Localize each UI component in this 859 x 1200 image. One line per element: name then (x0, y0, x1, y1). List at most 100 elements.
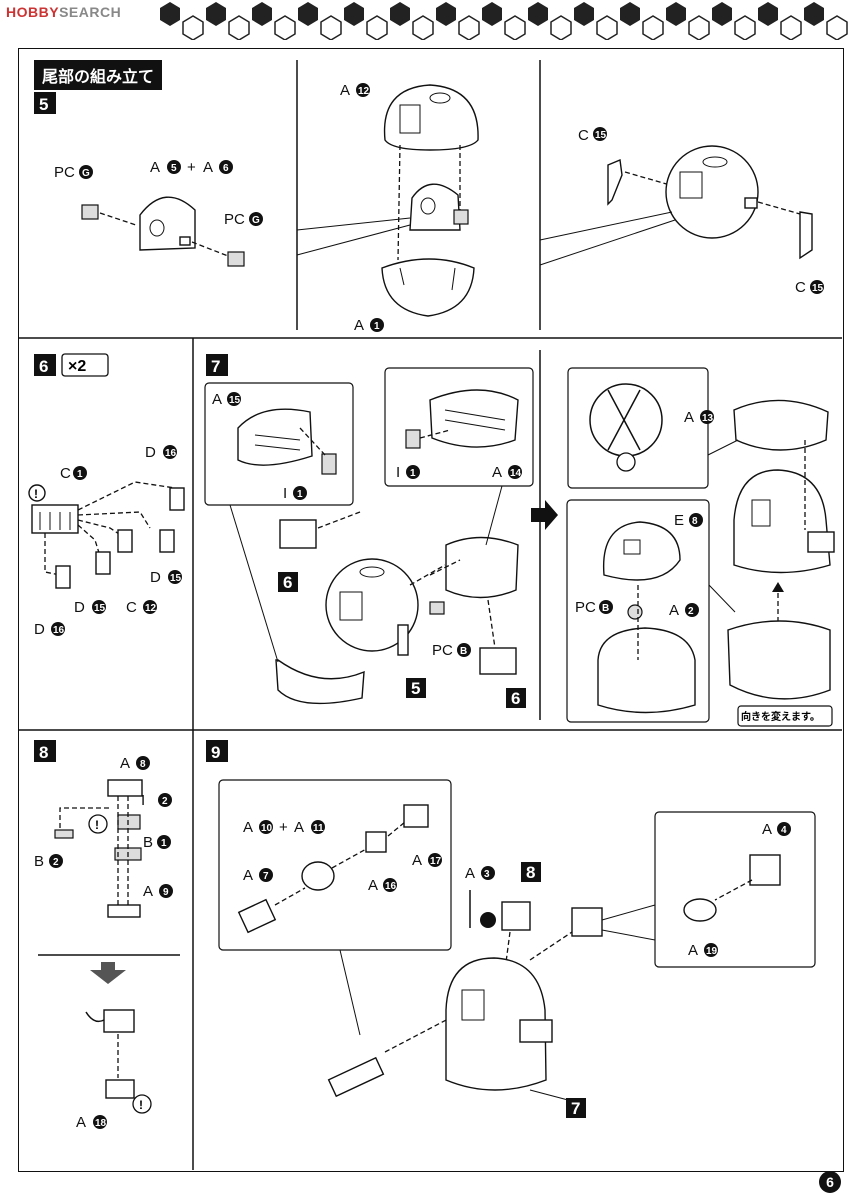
svg-text:9: 9 (163, 887, 169, 898)
svg-text:15: 15 (170, 573, 182, 584)
svg-text:A: A (688, 942, 698, 959)
svg-text:I: I (141, 792, 145, 809)
part-ref6b (479, 647, 517, 675)
svg-text:B: B (460, 646, 467, 657)
svg-text:9: 9 (211, 743, 220, 762)
caution-icon (28, 484, 46, 502)
part-pcg-right (227, 251, 245, 267)
svg-text:6: 6 (511, 689, 520, 708)
part-c15-right (799, 211, 813, 260)
svg-text:A: A (762, 821, 772, 838)
svg-text:A: A (684, 409, 694, 426)
part-ref6a (279, 519, 317, 549)
hexagon-pattern (160, 2, 848, 41)
svg-text:1: 1 (297, 489, 303, 500)
svg-text:C: C (795, 279, 806, 296)
svg-text:E: E (674, 512, 684, 529)
svg-text:A: A (203, 159, 213, 176)
svg-text:15: 15 (229, 395, 241, 406)
svg-text:16: 16 (385, 881, 397, 892)
svg-text:6: 6 (283, 573, 292, 592)
svg-text:13: 13 (702, 413, 714, 424)
arrow-right-icon (531, 500, 558, 530)
svg-text:B: B (602, 603, 609, 614)
part-a13-ring (733, 399, 829, 451)
svg-text:7: 7 (263, 871, 269, 882)
part-assembled-8 (103, 1009, 135, 1033)
part-a15-mounted (275, 659, 365, 705)
svg-text:A: A (143, 883, 153, 900)
svg-text:A: A (669, 602, 679, 619)
part-ref8 (501, 901, 531, 931)
svg-text:A: A (368, 877, 378, 894)
svg-text:7: 7 (211, 357, 220, 376)
part-final-body (445, 957, 547, 1091)
section-dividers (18, 60, 842, 1170)
subbox-e8-a2 (566, 499, 710, 723)
hex-row-outline (182, 15, 848, 41)
part-a18 (105, 1079, 135, 1099)
svg-text:G: G (252, 215, 260, 226)
svg-text:D: D (74, 599, 85, 616)
part-pcg-left (81, 204, 99, 220)
svg-text:D: D (34, 621, 45, 638)
svg-text:5: 5 (171, 163, 177, 174)
part-a7 (237, 898, 277, 934)
svg-text:A: A (120, 755, 130, 772)
svg-text:4: 4 (781, 825, 787, 836)
step-7: 7 A 15 I 1 I 1 A 14 6 5 PC (204, 354, 835, 727)
svg-text:1: 1 (410, 468, 416, 479)
subbox-orientation (567, 367, 709, 489)
part-a12-dome (383, 84, 479, 151)
svg-text:8: 8 (692, 516, 698, 527)
svg-text:B: B (34, 853, 44, 870)
svg-text:A: A (243, 867, 253, 884)
part-d16-top (169, 487, 185, 511)
svg-text:17: 17 (430, 856, 442, 867)
svg-text:C: C (60, 465, 71, 482)
svg-text:11: 11 (313, 823, 324, 834)
svg-text:!: ! (139, 1098, 143, 1112)
caution-icon-step8 (88, 814, 108, 834)
svg-text:15: 15 (595, 130, 607, 141)
step-9: 9 A 10 + A 11 A 7 A 16 A 17 A 3 8 (206, 740, 816, 1118)
svg-text:A: A (340, 82, 350, 99)
page-number: 6 (819, 1171, 841, 1193)
part-sphere-main (325, 558, 419, 652)
svg-text:G: G (82, 168, 90, 179)
subbox-a15 (204, 382, 354, 506)
svg-text:PC: PC (432, 642, 453, 659)
part-bottom-shell (727, 620, 831, 700)
svg-text:+: + (187, 159, 196, 176)
svg-text:C: C (578, 127, 589, 144)
hobbysearch-logo: HOBBYSEARCH (6, 4, 122, 20)
label-pcg-left: PC (54, 164, 75, 181)
svg-text:2: 2 (688, 606, 694, 617)
svg-text:A: A (243, 819, 253, 836)
svg-text:14: 14 (510, 468, 522, 479)
svg-text:D: D (145, 444, 156, 461)
instruction-frame (18, 48, 844, 1172)
svg-text:10: 10 (261, 823, 273, 834)
part-arm-assembly (327, 1056, 385, 1098)
part-sphere-assembly (665, 145, 759, 239)
part-c1 (31, 504, 79, 534)
svg-text:16: 16 (53, 625, 65, 636)
step-5: 5 PC G A 5 + A 6 PC G A 12 A (34, 82, 824, 334)
part-a16 (365, 831, 387, 853)
svg-text:A: A (354, 317, 364, 334)
label-pcg-right: PC (224, 211, 245, 228)
part-a2 (597, 627, 696, 714)
subbox-a10-a17 (218, 779, 452, 951)
step-6: 6 ×2 C 1 ! D 16 D 15 D 15 C 12 D 16 (28, 353, 185, 638)
hex-row-top (160, 2, 824, 26)
svg-text:PC: PC (575, 599, 596, 616)
svg-text:A: A (212, 391, 222, 408)
svg-text:A: A (492, 464, 502, 481)
svg-text:5: 5 (411, 679, 420, 698)
svg-text:!: ! (34, 487, 38, 501)
svg-text:A: A (412, 852, 422, 869)
part-a9 (107, 904, 141, 918)
arrow-down-icon (90, 962, 126, 984)
